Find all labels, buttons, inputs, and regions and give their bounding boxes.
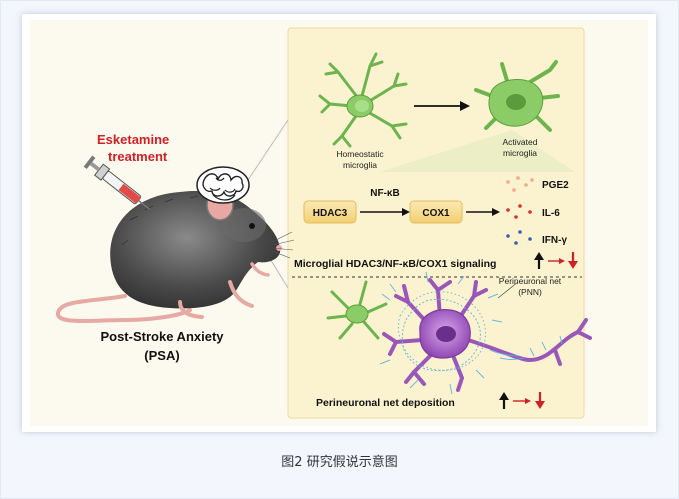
condition-label-line1: Post-Stroke Anxiety — [100, 329, 224, 344]
syringe-icon — [83, 155, 150, 210]
hdac3-label: HDAC3 — [313, 208, 348, 219]
treatment-label-line1: Esketamine — [97, 132, 169, 147]
cytokine-il6: IL-6 — [542, 208, 560, 219]
mouse-illustration: Esketamine treatment Post-Stroke Anxiety… — [56, 132, 295, 363]
pnn-label-line1: Perineuronal net — [499, 276, 562, 286]
hypothesis-diagram: Esketamine treatment Post-Stroke Anxiety… — [56, 27, 592, 419]
mouse-body — [110, 190, 281, 309]
activated-label-line2: microglia — [503, 148, 537, 158]
neuron-icon — [382, 278, 592, 392]
figure-card: Esketamine treatment Post-Stroke Anxiety… — [22, 14, 656, 432]
nfkb-label: NF-κB — [370, 188, 399, 199]
ifng-dots — [506, 230, 532, 245]
figure-image: Esketamine treatment Post-Stroke Anxiety… — [30, 20, 648, 426]
homeostatic-microglia-icon — [318, 52, 408, 148]
cytokine-ifng: IFN-γ — [542, 235, 567, 246]
pnn-change-arrows — [499, 392, 545, 409]
zoom-wedge — [380, 130, 575, 172]
figure-caption: 图2 研究假说示意图 — [281, 455, 398, 470]
pge2-dots — [506, 176, 534, 192]
condition-label-line2: (PSA) — [144, 348, 179, 363]
activated-label-line1: Activated — [503, 137, 538, 147]
signaling-change-arrows — [534, 252, 578, 269]
mouse-whiskers — [271, 231, 295, 259]
treatment-label-line2: treatment — [108, 149, 168, 164]
mouse-hind-leg — [178, 300, 204, 319]
mouse-eye — [249, 223, 255, 229]
mouse-tail — [56, 294, 192, 323]
cytokine-pge2: PGE2 — [542, 180, 569, 191]
activated-microglia-icon — [474, 60, 560, 132]
homeostatic-label-line1: Homeostatic — [336, 149, 384, 159]
il6-dots — [506, 204, 532, 219]
pnn-leader-line — [497, 281, 519, 299]
perineuronal-net — [379, 271, 563, 395]
pnn-deposition-label: Perineuronal net deposition — [316, 397, 455, 409]
homeostatic-label-line2: microglia — [343, 160, 377, 170]
pnn-label-line2: (PNN) — [518, 287, 542, 297]
signaling-label: Microglial HDAC3/NF-κB/COX1 signaling — [294, 258, 496, 270]
hdac3-box — [303, 200, 357, 224]
cox1-box — [409, 200, 463, 224]
mouse-front-leg — [228, 280, 254, 308]
cox1-label: COX1 — [422, 208, 450, 219]
microglia-small-icon — [326, 280, 388, 340]
brain-icon — [196, 166, 250, 204]
